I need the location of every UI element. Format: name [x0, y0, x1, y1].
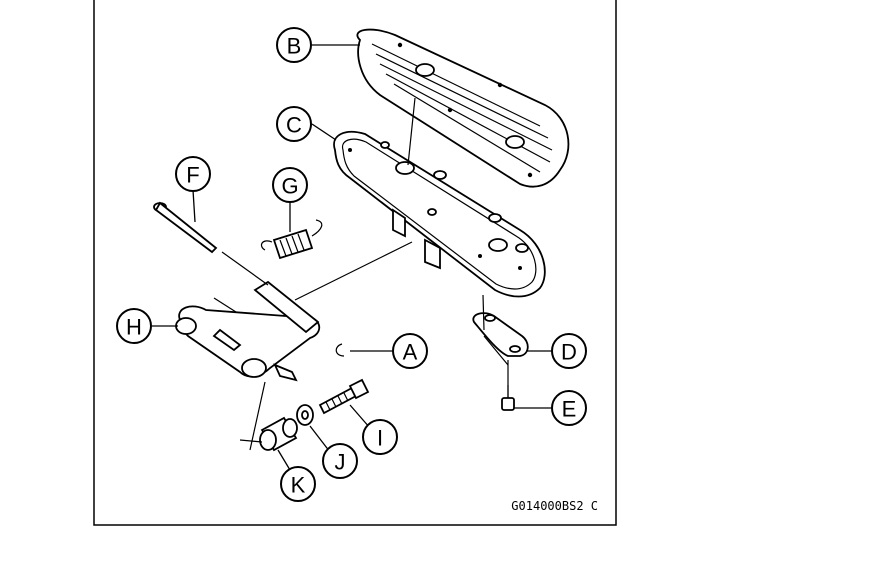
part-pin: [153, 201, 218, 254]
callout-E: E: [551, 390, 587, 426]
assembly-lines: [221, 97, 509, 451]
part-bolt: [318, 378, 370, 415]
callout-K: K: [280, 466, 316, 502]
callout-H: H: [116, 308, 152, 344]
callout-J: J: [322, 443, 358, 479]
part-bracket: [472, 312, 529, 357]
svg-text:B: B: [287, 34, 302, 59]
callout-A: A: [392, 333, 428, 369]
svg-text:A: A: [403, 340, 418, 365]
callout-F: F: [175, 156, 211, 192]
svg-text:G: G: [281, 174, 298, 199]
figure-reference-code: G014000BS2 C: [511, 499, 598, 513]
part-spring: [260, 219, 323, 260]
part-washer: [296, 404, 314, 426]
callout-D: D: [551, 333, 587, 369]
part-footboard-cover: [356, 28, 570, 188]
svg-text:K: K: [291, 473, 306, 498]
leader-lines: [152, 44, 552, 471]
svg-text:H: H: [126, 315, 142, 340]
callout-I: I: [362, 419, 398, 455]
figure-frame: [93, 0, 617, 526]
callout-G: G: [272, 167, 308, 203]
part-footboard-base: [333, 130, 546, 298]
svg-text:E: E: [562, 397, 577, 422]
part-collar: [259, 416, 298, 452]
callout-B: B: [276, 27, 312, 63]
part-footrest-bracket: [175, 280, 321, 382]
svg-text:F: F: [186, 163, 199, 188]
svg-text:C: C: [286, 113, 302, 138]
part-clip: [335, 343, 345, 357]
svg-text:I: I: [377, 426, 383, 451]
svg-text:D: D: [561, 340, 577, 365]
svg-text:J: J: [335, 450, 346, 475]
callout-C: C: [276, 106, 312, 142]
